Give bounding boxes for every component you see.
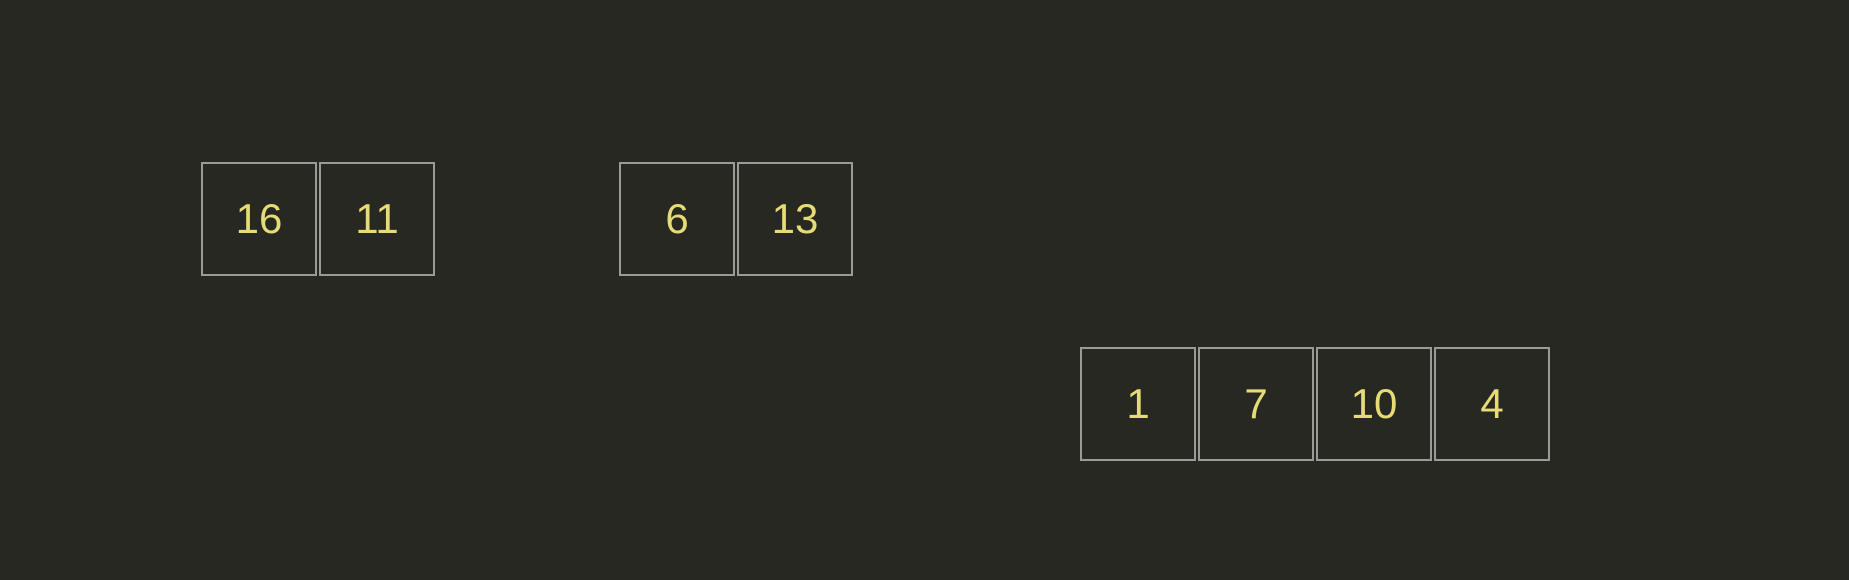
- array-cell: 13: [737, 162, 853, 276]
- array-cell: 1: [1080, 347, 1196, 461]
- array-cell: 11: [319, 162, 435, 276]
- array-group: 6 13: [619, 162, 853, 276]
- array-group: 16 11: [201, 162, 435, 276]
- array-cell: 16: [201, 162, 317, 276]
- array-cell: 7: [1198, 347, 1314, 461]
- array-group: 1 7 10 4: [1080, 347, 1550, 461]
- array-cell: 6: [619, 162, 735, 276]
- array-cell: 10: [1316, 347, 1432, 461]
- array-cell: 4: [1434, 347, 1550, 461]
